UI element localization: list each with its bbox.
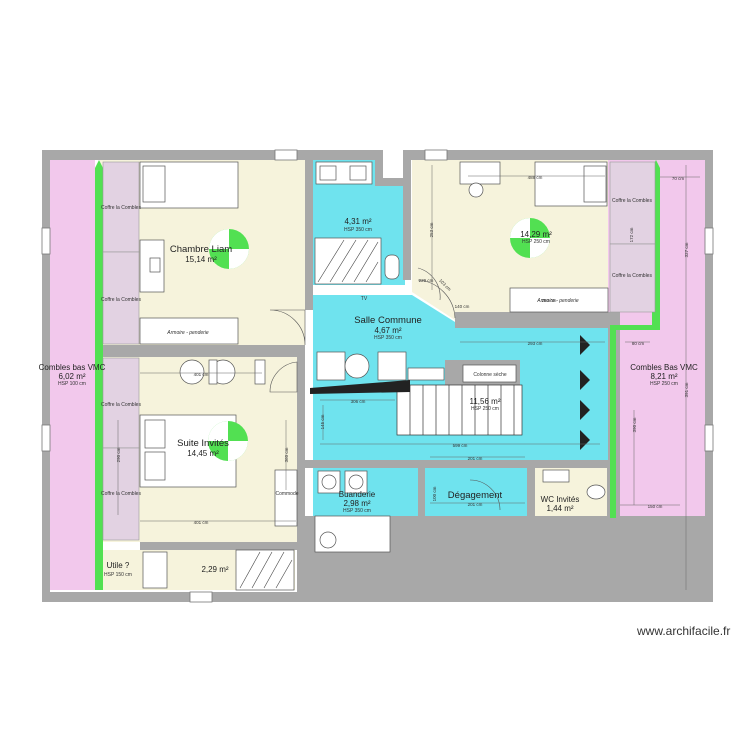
room-name-buanderie: Buanderie xyxy=(339,490,376,499)
stair-arrow xyxy=(310,380,410,394)
furniture xyxy=(139,161,609,591)
room-area-shower-bottom: 2,29 m² xyxy=(201,565,228,574)
room-area-buanderie: 2,98 m² xyxy=(343,499,370,508)
walls xyxy=(42,150,713,602)
room-hsp-stairs: HSP 250 cm xyxy=(471,406,499,412)
dim-283: 283 cm xyxy=(542,298,557,303)
dim-201a: 201 cm xyxy=(468,456,483,461)
armoire-right-label: Armoire - penderie xyxy=(536,298,579,304)
room-name-degagement: Dégagement xyxy=(448,490,503,501)
windows xyxy=(41,149,714,603)
room-hsp-salle-commune: HSP 350 cm xyxy=(374,335,402,341)
dim-145: 145 cm xyxy=(320,414,325,429)
dim-70: 70 cm xyxy=(672,176,685,181)
dim-360: 360 cm xyxy=(284,447,289,462)
room-name-utile: Utile ? xyxy=(107,561,130,570)
armoire-left-label: Armoire - penderie xyxy=(166,330,209,336)
dim-290: 290 cm xyxy=(116,447,121,462)
coffre-label-6: Coffre la Combles xyxy=(612,273,652,279)
commode-label: Commode xyxy=(275,491,298,497)
colonne-label: Colonne sèche xyxy=(473,372,507,378)
dim-229: 229 cm xyxy=(419,278,434,283)
dim-306: 306 cm xyxy=(351,399,366,404)
dim-391: 391 cm xyxy=(684,382,689,397)
coffre-label-3: Coffre la Combles xyxy=(101,402,141,408)
room-hsp-bedroom-right: HSP 250 cm xyxy=(522,239,550,245)
room-combles-left[interactable] xyxy=(50,160,95,590)
room-area-combles-right: 8,21 m² xyxy=(650,372,677,381)
room-area-salle-commune: 4,67 m² xyxy=(374,326,401,335)
radiators xyxy=(580,335,590,450)
room-utile[interactable] xyxy=(100,550,140,590)
dim-327: 327 cm xyxy=(684,242,689,257)
coffres xyxy=(102,161,656,541)
dimension-lines xyxy=(117,165,700,590)
room-area-combles-left: 6,02 m² xyxy=(58,372,85,381)
room-name-wc: WC Invités xyxy=(541,495,580,504)
room-name-combles-right: Combles Bas VMC xyxy=(630,363,698,372)
room-hsp-utile: HSP 150 cm xyxy=(104,572,132,578)
watermark: www.archifacile.fr xyxy=(637,624,731,638)
tv-label: TV xyxy=(361,296,368,302)
room-name-suite-invites: Suite Invités xyxy=(177,438,229,449)
room-area-bedroom-right: 14,29 m² xyxy=(520,230,552,239)
dim-150: 150 cm xyxy=(648,504,663,509)
room-hsp-combles-left: HSP 100 cm xyxy=(58,381,86,387)
staircase[interactable] xyxy=(396,384,523,436)
room-name-salle-commune: Salle Commune xyxy=(354,315,422,326)
dim-488: 488 cm xyxy=(528,175,543,180)
room-hsp-sdb-top: HSP 350 cm xyxy=(344,227,372,233)
doors xyxy=(269,267,501,511)
dim-599: 599 cm xyxy=(453,443,468,448)
dim-401-top: 401 cm xyxy=(194,372,209,377)
room-hsp-buanderie: HSP 350 cm xyxy=(343,508,371,514)
dim-140: 140 cm xyxy=(455,304,470,309)
dim-253: 253 cm xyxy=(429,222,434,237)
dim-293: 293 cm xyxy=(528,341,543,346)
room-area-wc: 1,44 m² xyxy=(546,504,573,513)
room-hsp-combles-right: HSP 250 cm xyxy=(650,381,678,387)
markers xyxy=(208,218,550,461)
room-name-combles-left: Combles bas VMC xyxy=(39,363,106,372)
room-area-suite-invites: 14,45 m² xyxy=(187,449,219,458)
room-degagement[interactable] xyxy=(425,468,527,516)
dim-100: 100 cm xyxy=(432,486,437,501)
dim-401-bottom: 401 cm xyxy=(194,520,209,525)
dim-390: 390 cm xyxy=(632,417,637,432)
coffre-label-4: Coffre la Combles xyxy=(101,491,141,497)
room-name-chambre-liam: Chambre Liam xyxy=(170,244,232,255)
dim-172: 172 cm xyxy=(629,227,634,242)
room-area-stairs: 11,56 m² xyxy=(470,397,501,406)
dim-201b: 201 cm xyxy=(468,502,483,507)
dim-80: 80 cm xyxy=(632,341,645,346)
coffre-label-1: Coffre la Combles xyxy=(101,205,141,211)
coffre-label-5: Coffre la Combles xyxy=(612,198,652,204)
room-area-chambre-liam: 15,14 m² xyxy=(185,255,217,264)
shower-hatch xyxy=(239,239,379,589)
coffre-label-2: Coffre la Combles xyxy=(101,297,141,303)
room-area-sdb-top: 4,31 m² xyxy=(344,217,371,226)
